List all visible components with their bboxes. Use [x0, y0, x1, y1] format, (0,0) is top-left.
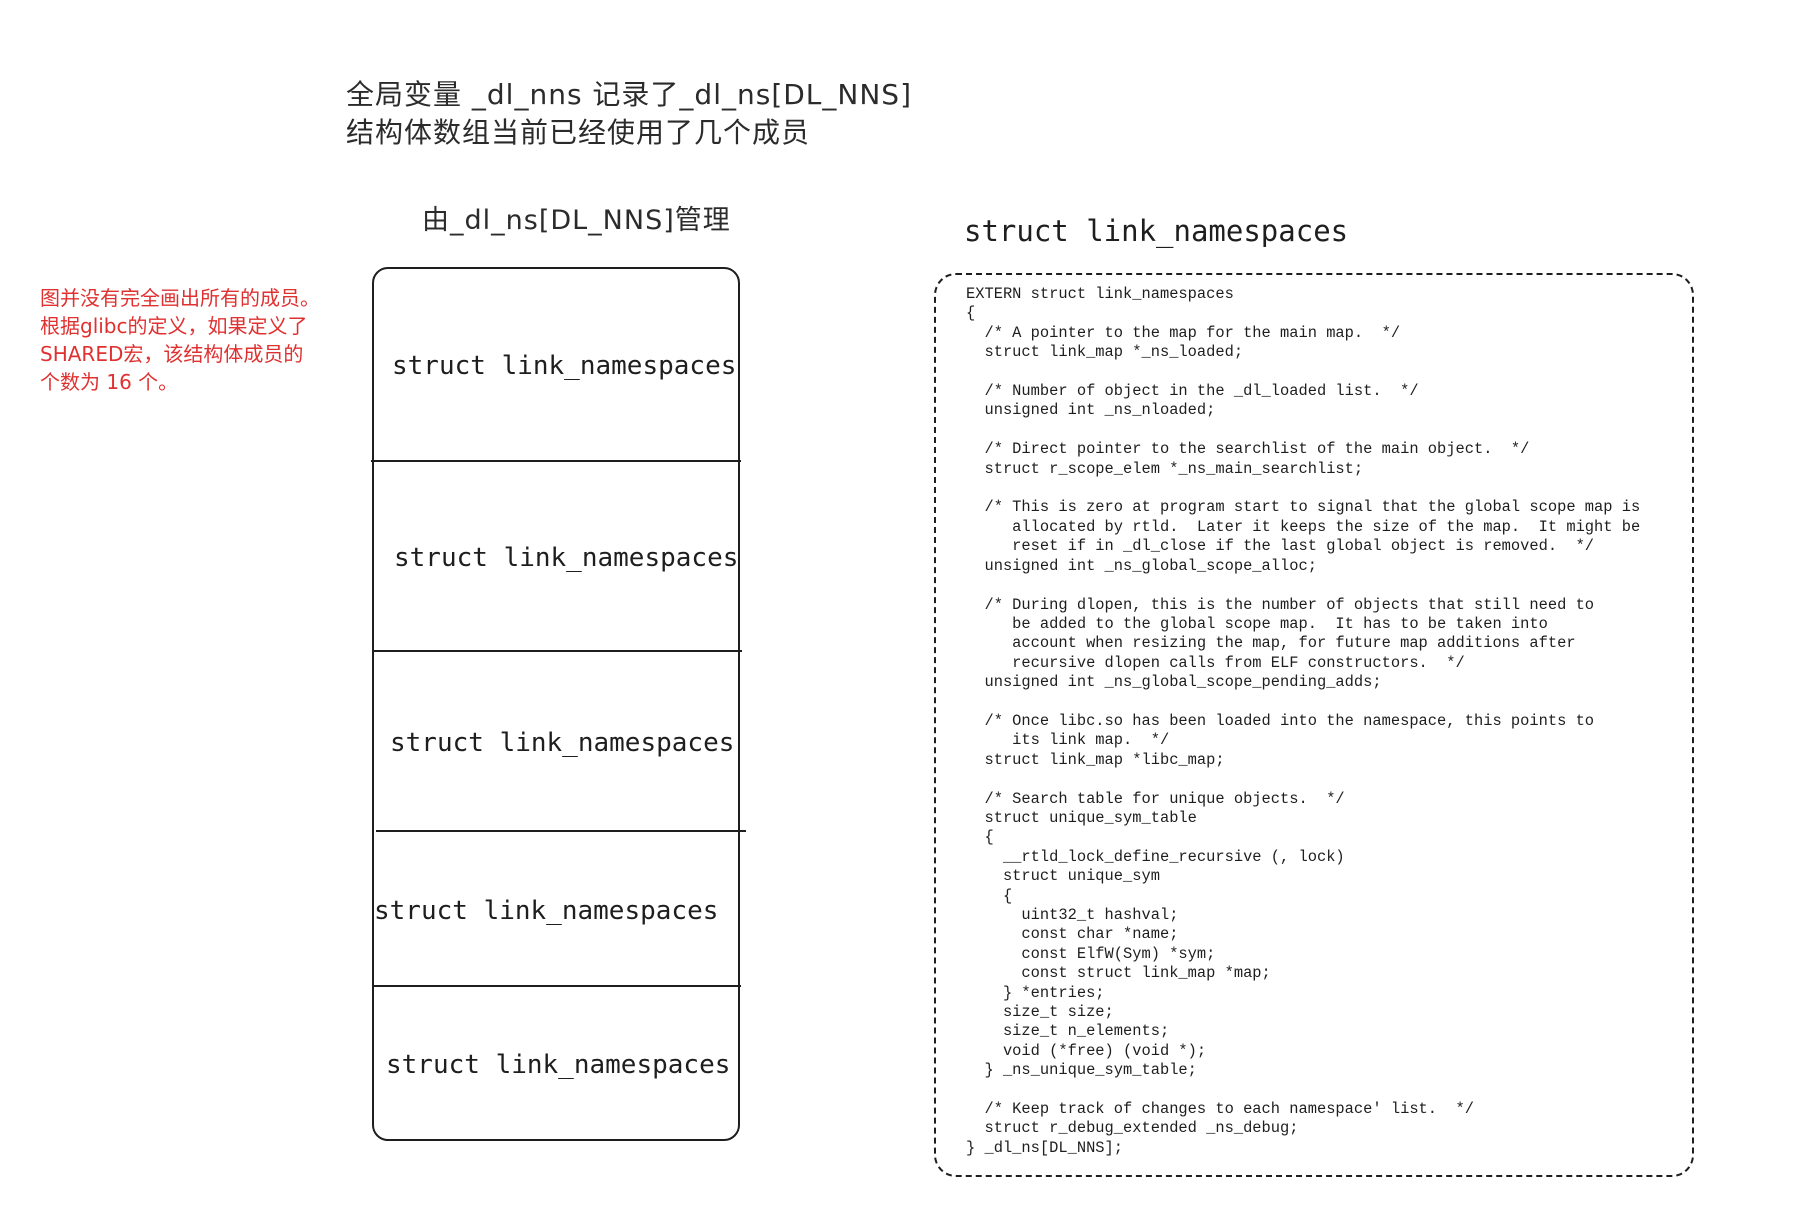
code-line	[966, 421, 1640, 440]
code-line: reset if in _dl_close if the last global…	[966, 537, 1595, 556]
struct-definition-title: struct link_namespaces	[964, 214, 1349, 248]
array-entry-1: struct link_namespaces	[374, 269, 742, 463]
code-line	[966, 479, 1640, 498]
code-line: {	[966, 304, 976, 323]
array-entry-4: struct link_namespaces	[374, 833, 742, 989]
array-entry-5-label: struct link_namespaces	[386, 1050, 731, 1080]
array-divider-4	[372, 985, 741, 987]
array-entry-2: struct link_namespaces	[374, 463, 742, 653]
code-line: allocated by rtld. Later it keeps the si…	[966, 517, 1641, 536]
array-divider-2	[372, 650, 742, 652]
code-line: struct r_debug_extended _ns_debug;	[966, 1119, 1299, 1138]
dl-ns-array-stack: struct link_namespaces struct link_names…	[372, 267, 740, 1141]
array-divider-1	[371, 460, 741, 462]
code-line: const char *name;	[966, 925, 1179, 944]
code-line: struct unique_sym	[966, 867, 1160, 886]
code-line: /* Keep track of changes to each namespa…	[966, 1100, 1474, 1119]
array-entry-3-label: struct link_namespaces	[390, 728, 735, 758]
code-line: unsigned int _ns_global_scope_alloc;	[966, 556, 1317, 575]
code-line: its link map. */	[966, 731, 1170, 750]
array-entry-5: struct link_namespaces	[374, 989, 742, 1141]
side-note-line-2: 根据glibc的定义，如果定义了	[40, 314, 308, 338]
code-line: } _dl_ns[DL_NNS];	[966, 1138, 1124, 1157]
code-line: unsigned int _ns_nloaded;	[966, 401, 1216, 420]
code-line: const struct link_map *map;	[966, 964, 1271, 983]
global-variable-note-line-1: 全局变量 _dl_nns 记录了_dl_ns[DL_NNS]	[346, 78, 912, 111]
code-line: } *entries;	[966, 983, 1105, 1002]
code-line: be added to the global scope map. It has…	[966, 614, 1548, 633]
side-note-line-4: 个数为 16 个。	[40, 370, 179, 394]
array-entry-1-label: struct link_namespaces	[392, 351, 737, 381]
code-line: account when resizing the map, for futur…	[966, 634, 1576, 653]
code-line: size_t n_elements;	[966, 1022, 1170, 1041]
code-line: /* A pointer to the map for the main map…	[966, 323, 1401, 342]
global-variable-note-line-2: 结构体数组当前已经使用了几个成员	[346, 116, 811, 149]
code-line: const ElfW(Sym) *sym;	[966, 944, 1216, 963]
array-entry-3: struct link_namespaces	[374, 653, 742, 833]
side-note-line-3: SHARED宏，该结构体成员的	[40, 342, 304, 366]
code-line: __rtld_lock_define_recursive (, lock)	[966, 847, 1345, 866]
side-note-line-1: 图并没有完全画出所有的成员。	[40, 286, 320, 310]
code-line	[966, 363, 1640, 382]
managed-by-label: 由_dl_ns[DL_NNS]管理	[422, 205, 731, 236]
code-line: struct link_map *libc_map;	[966, 750, 1225, 769]
code-line: EXTERN struct link_namespaces	[966, 285, 1234, 303]
code-line: void (*free) (void *);	[966, 1041, 1207, 1060]
code-line: size_t size;	[966, 1003, 1114, 1022]
code-line	[966, 770, 1640, 789]
array-entry-2-label: struct link_namespaces	[394, 543, 739, 573]
code-line: /* During dlopen, this is the number of …	[966, 595, 1595, 614]
code-line: /* Once libc.so has been loaded into the…	[966, 711, 1595, 730]
code-line: struct unique_sym_table	[966, 808, 1197, 827]
global-variable-note: 全局变量 _dl_nns 记录了_dl_ns[DL_NNS] 结构体数组当前已经…	[346, 76, 912, 152]
array-divider-3	[376, 830, 746, 832]
code-line: /* Direct pointer to the searchlist of t…	[966, 440, 1530, 459]
array-entry-4-label: struct link_namespaces	[374, 896, 719, 926]
code-line: /* Search table for unique objects. */	[966, 789, 1345, 808]
code-line	[966, 1081, 1640, 1100]
code-line: } _ns_unique_sym_table;	[966, 1061, 1197, 1080]
code-line: /* Number of object in the _dl_loaded li…	[966, 382, 1419, 401]
code-line: recursive dlopen calls from ELF construc…	[966, 653, 1465, 672]
code-line: uint32_t hashval;	[966, 906, 1179, 924]
struct-definition-box	[934, 273, 1694, 1177]
code-line	[966, 576, 1640, 595]
struct-definition-code: EXTERN struct link_namespaces{ /* A poin…	[966, 285, 1640, 1158]
side-note: 图并没有完全画出所有的成员。 根据glibc的定义，如果定义了 SHARED宏，…	[40, 284, 360, 396]
code-line: {	[966, 828, 994, 847]
code-line: unsigned int _ns_global_scope_pending_ad…	[966, 673, 1382, 692]
code-line: {	[966, 886, 1013, 905]
code-line: struct r_scope_elem *_ns_main_searchlist…	[966, 459, 1364, 478]
code-line: /* This is zero at program start to sign…	[966, 498, 1641, 517]
code-line	[966, 693, 1640, 712]
code-line: struct link_map *_ns_loaded;	[966, 343, 1244, 362]
